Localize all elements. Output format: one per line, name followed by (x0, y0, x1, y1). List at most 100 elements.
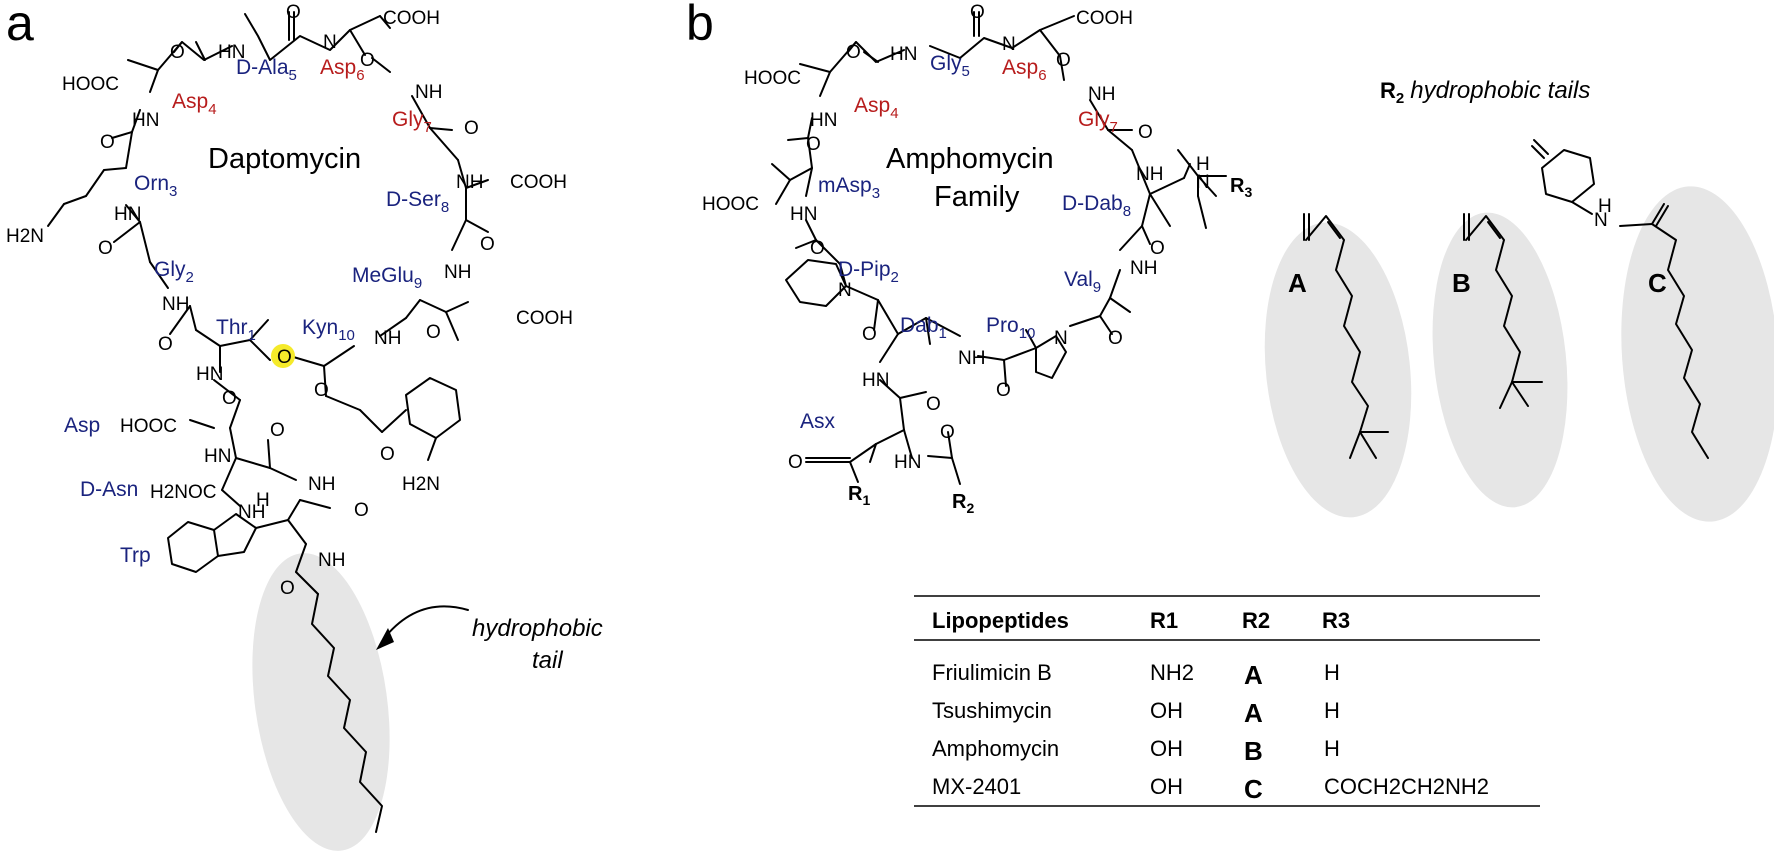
svg-text:O: O (1138, 122, 1153, 143)
svg-text:Tsushimycin: Tsushimycin (932, 698, 1052, 723)
svg-text:H: H (1598, 196, 1612, 217)
table-row: Friulimicin B NH2 A H (932, 660, 1340, 690)
svg-text:Thr1: Thr1 (216, 316, 256, 344)
svg-text:H: H (256, 490, 270, 511)
tail-b-label: B (1452, 268, 1471, 298)
svg-text:D-Ala5: D-Ala5 (236, 56, 297, 84)
tail-a-shade (1264, 222, 1412, 518)
daptomycin-bonds (47, 11, 489, 833)
svg-text:R3: R3 (1322, 608, 1350, 633)
svg-text:Friulimicin B: Friulimicin B (932, 660, 1052, 685)
svg-text:NH2: NH2 (1150, 660, 1194, 685)
svg-text:H: H (1324, 736, 1340, 761)
svg-text:HN: HN (810, 110, 837, 131)
svg-text:NH: NH (1088, 84, 1115, 105)
svg-text:tail: tail (532, 647, 563, 674)
svg-text:HN: HN (218, 42, 245, 63)
svg-text:N: N (1594, 210, 1608, 231)
svg-text:NH: NH (318, 550, 345, 571)
svg-text:O: O (940, 422, 955, 443)
svg-text:NH: NH (1130, 258, 1157, 279)
svg-text:O: O (806, 134, 821, 155)
tail-c-shade (1621, 186, 1774, 522)
svg-text:MeGlu9: MeGlu9 (352, 264, 422, 292)
svg-text:O: O (1108, 328, 1123, 349)
svg-text:HN: HN (862, 370, 889, 391)
svg-text:O: O (286, 2, 301, 23)
svg-text:HN: HN (114, 204, 141, 225)
r3-label: R (1230, 175, 1245, 197)
table-header: Lipopeptides R1 R2 R3 (932, 608, 1350, 633)
svg-text:HN: HN (890, 44, 917, 65)
svg-text:Asx: Asx (800, 410, 836, 433)
svg-text:O: O (280, 578, 295, 599)
svg-text:Family: Family (934, 181, 1020, 213)
svg-text:D-Pip2: D-Pip2 (838, 258, 899, 286)
svg-text:O: O (1150, 238, 1165, 259)
svg-text:N: N (1054, 328, 1068, 349)
svg-text:MX-2401: MX-2401 (932, 774, 1021, 799)
svg-text:Asp: Asp (64, 414, 100, 437)
amphomycin-labels: COOH HOOC HN N NH HN NH HOOC HN NH N N N… (702, 2, 1252, 516)
svg-text:COOH: COOH (1076, 8, 1133, 29)
svg-text:Amphomycin: Amphomycin (886, 143, 1054, 175)
svg-text:O: O (926, 394, 941, 415)
svg-text:O: O (788, 452, 803, 473)
daptomycin-tail-shade (252, 553, 390, 851)
svg-text:Trp: Trp (120, 544, 151, 567)
panel-label-a: a (6, 0, 34, 51)
svg-text:Kyn10: Kyn10 (302, 316, 355, 344)
daptomycin-name: Daptomycin (208, 143, 361, 175)
table-row: Amphomycin OH B H (932, 736, 1340, 766)
svg-text:H: H (1196, 154, 1210, 175)
tail-c-label: C (1648, 268, 1667, 298)
svg-text:H2NOC: H2NOC (150, 482, 217, 503)
svg-text:H: H (1324, 660, 1340, 685)
svg-text:NH: NH (415, 82, 442, 103)
svg-text:D-Asn: D-Asn (80, 478, 138, 501)
svg-text:HN: HN (894, 452, 921, 473)
svg-text:Gly7: Gly7 (392, 108, 432, 136)
tail-bonds (1303, 139, 1709, 459)
svg-text:hydrophobic: hydrophobic (472, 615, 603, 642)
svg-text:HOOC: HOOC (744, 68, 801, 89)
svg-text:O: O (1056, 50, 1071, 71)
svg-text:Lipopeptides: Lipopeptides (932, 608, 1069, 633)
svg-text:O: O (314, 380, 329, 401)
svg-text:R1: R1 (848, 483, 870, 508)
svg-text:O: O (810, 238, 825, 259)
r1-label: R (848, 483, 863, 505)
svg-text:O: O (970, 2, 985, 23)
svg-text:N: N (1002, 34, 1016, 55)
svg-text:NH: NH (1136, 164, 1163, 185)
lipopeptide-table: Lipopeptides R1 R2 R3 Friulimicin B NH2 … (914, 595, 1540, 807)
svg-text:O: O (996, 380, 1011, 401)
svg-text:Asp4: Asp4 (854, 94, 899, 122)
svg-text:HN: HN (196, 364, 223, 385)
amphomycin-bonds (771, 11, 1227, 485)
svg-text:O: O (480, 234, 495, 255)
svg-text:COOH: COOH (510, 172, 567, 193)
svg-text:O: O (426, 322, 441, 343)
svg-text:HN: HN (204, 446, 231, 467)
svg-text:OH: OH (1150, 774, 1183, 799)
svg-text:O: O (98, 238, 113, 259)
svg-text:A: A (1244, 698, 1263, 728)
svg-text:R1: R1 (1150, 608, 1178, 633)
svg-text:C: C (1244, 774, 1263, 804)
svg-text:R3: R3 (1230, 175, 1252, 200)
svg-text:O: O (158, 334, 173, 355)
svg-text:Asp6: Asp6 (1002, 56, 1047, 84)
panel-label-b: b (686, 0, 714, 51)
svg-text:O: O (846, 42, 861, 63)
svg-text:NH: NH (444, 262, 471, 283)
tail-b-shade (1432, 212, 1568, 508)
svg-text:O: O (380, 444, 395, 465)
ester-highlight (271, 344, 295, 368)
table-row: MX-2401 OH C COCH2CH2NH2 (932, 774, 1489, 804)
svg-text:O: O (464, 118, 479, 139)
tail-labels: N H A B C (1288, 196, 1667, 298)
svg-text:OH: OH (1150, 736, 1183, 761)
